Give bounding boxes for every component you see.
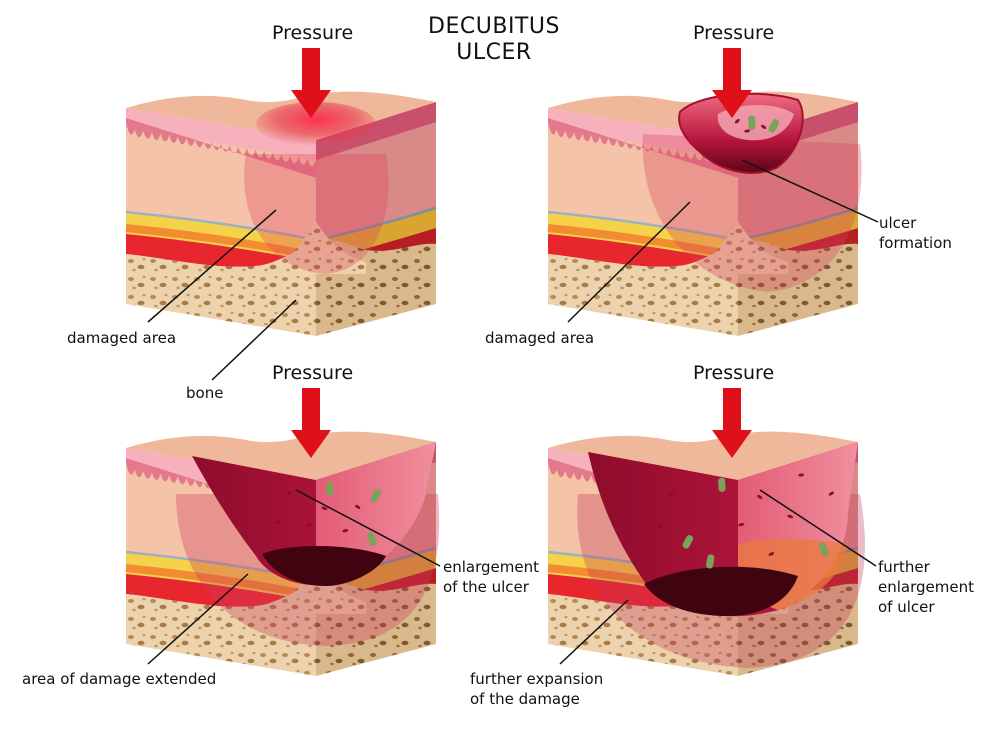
bone-prominence xyxy=(276,562,366,614)
skin-block-stage-3 xyxy=(125,431,440,676)
pressure-label-3: Pressure xyxy=(272,362,354,384)
redness-top xyxy=(256,102,376,146)
leader-further-enlargement xyxy=(759,489,877,567)
fascia-line-side xyxy=(737,206,859,242)
debris xyxy=(757,494,763,500)
label-damaged-area-1: damaged area xyxy=(67,329,177,347)
debris xyxy=(734,118,740,124)
debris xyxy=(321,506,328,510)
damaged-area xyxy=(244,154,389,274)
debris xyxy=(744,129,751,133)
debris xyxy=(768,552,775,556)
label-of-the-damage: of the damage xyxy=(470,690,580,708)
label-of-ulcer: of ulcer xyxy=(878,598,935,616)
bacteria xyxy=(818,542,829,557)
label-further-expansion: further expansion xyxy=(470,670,604,688)
title-line-2: ULCER xyxy=(456,40,532,65)
diagram-title: DECUBITUS ULCER xyxy=(394,14,594,66)
fascia-line-side xyxy=(315,206,437,242)
bacteria xyxy=(366,532,377,547)
debris xyxy=(668,490,674,496)
bone-prominence xyxy=(698,222,788,274)
damaged-area xyxy=(642,134,862,292)
leader-enlargement xyxy=(295,489,441,567)
bacteria xyxy=(748,115,756,130)
bone-prominence xyxy=(276,222,366,274)
debris xyxy=(828,491,834,496)
skin-top xyxy=(548,431,858,480)
epidermis-front xyxy=(126,108,316,160)
fascia-line-front xyxy=(547,210,739,242)
bacteria xyxy=(682,535,694,549)
bone-front xyxy=(126,584,316,676)
leader-damaged-area-2 xyxy=(567,201,691,323)
label-damaged-area-2: damaged area xyxy=(485,329,595,347)
bacteria xyxy=(326,481,334,496)
ulcer-floor xyxy=(717,105,794,141)
label-bone: bone xyxy=(186,384,224,402)
skin-top xyxy=(126,431,436,480)
debris xyxy=(306,523,313,527)
skin-block-stage-4 xyxy=(547,431,865,676)
pressure-label-1: Pressure xyxy=(272,22,354,44)
pressure-label-2: Pressure xyxy=(693,22,775,44)
debris xyxy=(275,520,282,525)
leader-further-expansion xyxy=(559,599,629,665)
leader-area-of-damage xyxy=(147,573,249,665)
bacteria xyxy=(370,489,382,503)
ulcer-base xyxy=(262,546,386,586)
muscle-front xyxy=(548,234,738,284)
muscle-front xyxy=(548,574,738,624)
skin-block-stage-1 xyxy=(125,91,437,336)
pressure-arrow xyxy=(291,388,331,458)
bone-front xyxy=(548,244,738,336)
debris xyxy=(657,524,664,528)
title-line-1: DECUBITUS xyxy=(428,14,560,39)
pressure-arrow xyxy=(291,48,331,118)
debris xyxy=(787,514,794,519)
label-formation: formation xyxy=(879,234,952,252)
leader-lines xyxy=(147,159,879,665)
label-further: further xyxy=(878,558,930,576)
debris xyxy=(286,490,292,496)
leader-bone xyxy=(211,299,297,381)
leader-damaged-area-1 xyxy=(147,209,277,323)
label-ulcer: ulcer xyxy=(879,214,917,232)
leader-ulcer-formation xyxy=(741,159,879,223)
label-enlargement: enlargement xyxy=(443,558,539,576)
bacteria xyxy=(768,119,780,133)
debris xyxy=(798,473,805,477)
bacteria xyxy=(718,477,726,492)
debris xyxy=(738,523,745,527)
label-enlargement-2: enlargement xyxy=(878,578,974,596)
pressure-arrow xyxy=(712,388,752,458)
ulcer-base xyxy=(644,566,798,616)
bacteria xyxy=(706,554,715,569)
epidermis-front xyxy=(548,108,738,160)
skin-block-stage-2 xyxy=(547,91,862,336)
label-of-the-ulcer: of the ulcer xyxy=(443,578,529,596)
label-area-of-damage-extended: area of damage extended xyxy=(22,670,217,688)
debris xyxy=(355,504,361,510)
debris xyxy=(761,124,767,130)
debris xyxy=(342,529,349,533)
pressure-arrows xyxy=(291,48,752,458)
pressure-label-4: Pressure xyxy=(693,362,775,384)
bone-front xyxy=(126,244,316,336)
epidermis-side xyxy=(316,102,436,160)
fascia-line-front xyxy=(125,210,317,242)
skin-blocks xyxy=(125,91,865,676)
pressure-arrow xyxy=(712,48,752,118)
